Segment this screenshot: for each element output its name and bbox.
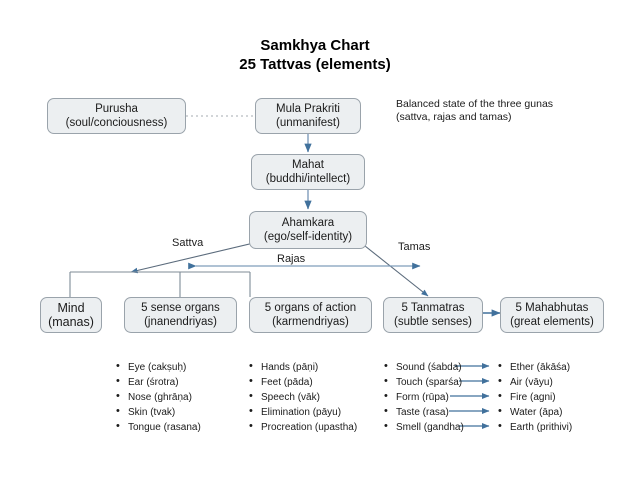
edge-label-sattva: Sattva: [172, 237, 204, 249]
list-item: Water (āpa): [497, 404, 572, 420]
list-item: Skin (tvak): [115, 404, 201, 420]
node-ahamkara-line1: Ahamkara: [281, 217, 335, 229]
gunas-annotation: Balanced state of the three gunas (sattv…: [396, 98, 554, 123]
edge-label-tamas: Tamas: [398, 241, 431, 253]
node-purusha-line1: Purusha: [95, 103, 138, 115]
node-mula-prakriti[interactable]: Mula Prakriti (unmanifest): [255, 98, 361, 134]
node-ahamkara[interactable]: Ahamkara (ego/self-identity): [249, 211, 367, 249]
list-item: Ear (śrotra): [115, 374, 201, 390]
list-item: Procreation (upastha): [248, 419, 357, 435]
list-item: Smell (gandha): [383, 419, 464, 435]
list-item: Feet (pāda): [248, 374, 357, 390]
page-title: Samkhya Chart 25 Tattvas (elements): [239, 37, 391, 73]
list-mahabhutas: Ether (ākāśa) Air (vāyu) Fire (agni) Wat…: [497, 359, 572, 435]
list-sense-organs: Eye (cakṣuḥ) Ear (śrotra) Nose (ghrāṇa) …: [115, 359, 201, 435]
list-tanmatras: Sound (śabda) Touch (sparśa) Form (rūpa)…: [383, 359, 464, 435]
node-mahabhutas[interactable]: 5 Mahabhutas (great elements): [500, 297, 604, 333]
node-tanmatras-line1: 5 Tanmatras: [401, 302, 465, 314]
list-item: Sound (śabda): [383, 359, 464, 375]
list-item: Eye (cakṣuḥ): [115, 359, 201, 375]
list-item: Nose (ghrāṇa): [115, 389, 201, 405]
list-item: Earth (prithivi): [497, 419, 572, 435]
edge-label-rajas: Rajas: [277, 253, 306, 265]
node-purusha-line2: (soul/conciousness): [65, 117, 168, 129]
list-item: Taste (rasa): [383, 404, 464, 420]
node-mahat[interactable]: Mahat (buddhi/intellect): [251, 154, 365, 190]
node-mahabhutas-line2: (great elements): [510, 316, 594, 328]
list-item: Air (vāyu): [497, 374, 572, 390]
node-mind[interactable]: Mind (manas): [40, 297, 102, 333]
list-item: Form (rūpa): [383, 389, 464, 405]
node-sense-organs-line2: (jnanendriyas): [144, 316, 217, 328]
node-purusha[interactable]: Purusha (soul/conciousness): [47, 98, 186, 134]
node-mula-prakriti-line2: (unmanifest): [276, 117, 340, 129]
node-sense-organs[interactable]: 5 sense organs (jnanendriyas): [124, 297, 237, 333]
node-mula-prakriti-line1: Mula Prakriti: [276, 103, 340, 115]
list-item: Touch (sparśa): [383, 374, 464, 390]
node-organs-of-action-line1: 5 organs of action: [264, 302, 357, 314]
node-mahat-line1: Mahat: [292, 159, 324, 171]
node-mind-line2: (manas): [48, 315, 94, 329]
node-sense-organs-line1: 5 sense organs: [141, 302, 220, 314]
list-item: Speech (vāk): [248, 389, 357, 405]
list-item: Fire (agni): [497, 389, 572, 405]
node-organs-of-action-line2: (karmendriyas): [272, 316, 349, 328]
node-mahat-line2: (buddhi/intellect): [265, 173, 351, 185]
list-organs-of-action: Hands (pāṇi) Feet (pāda) Speech (vāk) El…: [248, 359, 357, 435]
node-mahabhutas-line1: 5 Mahabhutas: [515, 302, 589, 314]
node-ahamkara-line2: (ego/self-identity): [263, 231, 353, 243]
list-item: Elimination (pāyu): [248, 404, 357, 420]
node-mind-line1: Mind: [57, 301, 85, 315]
node-tanmatras[interactable]: 5 Tanmatras (subtle senses): [383, 297, 483, 333]
node-organs-of-action[interactable]: 5 organs of action (karmendriyas): [249, 297, 372, 333]
node-tanmatras-line2: (subtle senses): [394, 316, 472, 328]
list-item: Tongue (rasana): [115, 419, 201, 435]
list-item: Hands (pāṇi): [248, 359, 357, 375]
list-item: Ether (ākāśa): [497, 359, 572, 375]
